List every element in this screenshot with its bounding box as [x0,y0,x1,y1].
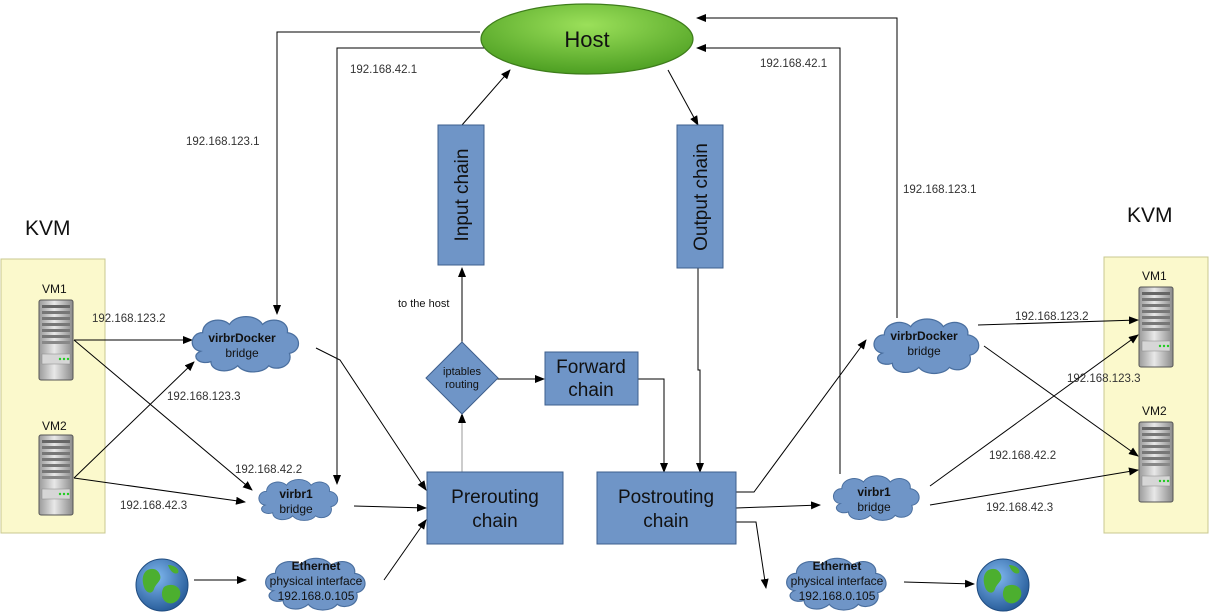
right-host-virbr1-ip: 192.168.42.1 [760,58,827,70]
right-ethernet-ip: 192.168.0.105 [799,589,876,603]
left-vm1-server-icon [38,299,74,381]
right-virbrdocker-type: bridge [907,344,941,358]
right-vm1-server-icon [1138,286,1174,368]
left-virbrdocker-type: bridge [225,346,259,360]
forward-chain-box [544,351,639,406]
left-ethernet-name: Ethernet [292,559,341,573]
forward-chain-label-line1: Forward [556,357,626,378]
right-vm2-server-icon [1138,421,1174,503]
forward-chain-label-line2: chain [568,380,613,401]
right-host-docker-ip: 192.168.123.1 [903,184,977,196]
left-vm1-virbr1-ip: 192.168.42.2 [235,464,302,476]
routing-label-line1: iptables [443,366,481,378]
right-vm1-docker-ip: 192.168.123.2 [1015,311,1089,323]
left-vm2-server-icon [38,434,74,516]
right-virbr1-name: virbr1 [857,485,891,499]
left-virbr1-name: virbr1 [279,487,313,501]
right-virbrdocker-name: virbrDocker [890,329,958,343]
left-virbr1-type: bridge [279,502,313,516]
right-vm1-label: VM1 [1142,269,1167,283]
postrouting-chain-label-line1: Postrouting [618,487,714,508]
left-vm1-docker-ip: 192.168.123.2 [92,313,166,325]
right-ethernet-type: physical interface [791,574,884,588]
output-chain-box [676,124,724,269]
left-virbrdocker-name: virbrDocker [208,331,276,345]
routing-label-line2: routing [445,379,479,391]
postrouting-chain-label-line2: chain [643,511,688,532]
host-label: Host [564,27,609,52]
prerouting-chain-label-line1: Prerouting [451,487,539,508]
prerouting-chain-box [426,471,564,545]
left-internet-globe-icon [135,558,189,612]
right-virbr1-type: bridge [857,500,891,514]
left-vm2-virbr1-ip: 192.168.42.3 [120,500,187,512]
right-vm2-label: VM2 [1142,404,1167,418]
right-vm2-docker-ip: 192.168.123.3 [1067,373,1141,385]
to-the-host-label: to the host [398,298,449,310]
right-internet-globe-icon [976,558,1030,612]
right-vm1-virbr1-ip: 192.168.42.2 [989,450,1056,462]
left-vm1-label: VM1 [42,282,67,296]
output-chain-label: Output chain [691,143,712,251]
input-chain-box [437,124,485,266]
iptables-routing-diamond [425,341,499,415]
input-chain-label: Input chain [452,149,473,242]
left-vm2-docker-ip: 192.168.123.3 [167,391,241,403]
prerouting-chain-label-line2: chain [472,511,517,532]
left-host-docker-ip: 192.168.123.1 [186,136,260,148]
connection-lines [73,14,1139,589]
left-ethernet-ip: 192.168.0.105 [278,589,355,603]
postrouting-chain-box [596,471,737,545]
left-vm2-label: VM2 [42,419,67,433]
left-ethernet-type: physical interface [270,574,363,588]
right-ethernet-name: Ethernet [813,559,862,573]
right-kvm-label: KVM [1127,204,1173,227]
left-host-virbr1-ip: 192.168.42.1 [350,64,417,76]
host-node [480,3,694,75]
right-vm2-virbr1-ip: 192.168.42.3 [986,502,1053,514]
left-kvm-label: KVM [25,217,71,240]
